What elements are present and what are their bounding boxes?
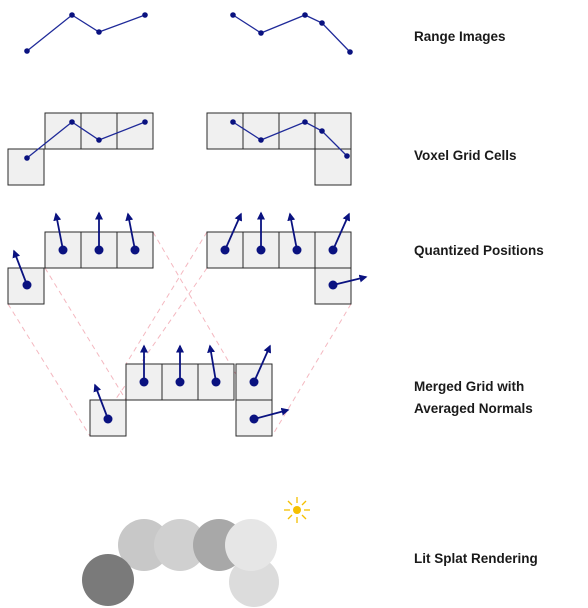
range-point (230, 119, 236, 125)
stage-label-quantized: Quantized Positions (414, 243, 544, 258)
merged-point (249, 414, 259, 424)
merged-point (103, 414, 113, 424)
splat-disc (154, 519, 206, 571)
normal-arrow-icon (53, 212, 64, 251)
quantized-stage (7, 211, 368, 305)
quantized-point (328, 280, 338, 290)
normal-arrow-icon (12, 249, 28, 286)
range-point (344, 153, 350, 159)
quantized-point (130, 245, 140, 255)
merged-grid-stage (89, 344, 290, 437)
quantized-point (220, 245, 230, 255)
range-images-stage (24, 12, 353, 55)
range-point (69, 12, 75, 18)
range-image-left (24, 12, 148, 54)
voxel-cell (242, 112, 280, 150)
normal-arrow-icon (207, 344, 217, 383)
normal-arrow-icon (253, 407, 290, 420)
quantized-point (328, 245, 338, 255)
normal-arrow-icon (332, 212, 351, 251)
splat-disc (118, 519, 170, 571)
merge-guide-line (271, 303, 352, 437)
voxel-cell (7, 267, 45, 305)
merged-point (211, 377, 221, 387)
range-point (230, 12, 236, 18)
merge-guide-line (7, 303, 91, 437)
stage-label-voxel-grid: Voxel Grid Cells (414, 148, 517, 163)
range-polyline-right (232, 14, 351, 53)
splat-rendering-stage (82, 497, 310, 607)
merge-guide-line (44, 267, 127, 401)
stage-label-merged-line2: Averaged Normals (414, 401, 533, 416)
sun-icon (284, 497, 310, 523)
merge-guide-line (125, 231, 208, 365)
merged-point (249, 377, 259, 387)
normal-arrow-icon (253, 344, 272, 383)
range-point (69, 119, 75, 125)
range-point (258, 137, 264, 143)
voxel-cell (206, 112, 244, 150)
stage-label-range-images: Range Images (414, 29, 506, 44)
range-point (142, 12, 148, 18)
quantized-grid-left (7, 211, 154, 305)
merge-guide-line (152, 231, 273, 437)
voxel-grid-right (206, 112, 352, 186)
range-point (319, 128, 325, 134)
voxel-cell (278, 112, 316, 150)
range-image-right (230, 12, 353, 55)
quantized-point (292, 245, 302, 255)
merged-point (175, 377, 185, 387)
normal-arrow-icon (125, 212, 136, 251)
voxel-cell (80, 112, 118, 150)
range-point (319, 20, 325, 26)
voxel-cell (44, 112, 82, 150)
stage-label-splat-rendering: Lit Splat Rendering (414, 551, 538, 566)
voxel-cell (7, 148, 45, 186)
merged-point (139, 377, 149, 387)
stage-label-merged-line1: Merged Grid with (414, 379, 524, 394)
splat-disc (225, 519, 277, 571)
range-polyline-left (26, 121, 146, 159)
normal-arrow-icon (93, 383, 109, 420)
range-point (24, 155, 30, 161)
voxel-grid-left (7, 112, 154, 186)
normal-arrow-icon (224, 212, 243, 251)
merge-guide-line (89, 267, 208, 437)
normal-arrow-icon (332, 274, 368, 286)
quantized-point (94, 245, 104, 255)
range-polyline-left (26, 14, 146, 52)
voxel-grid-stage (7, 112, 352, 186)
range-point (96, 137, 102, 143)
range-point (258, 30, 264, 36)
quantized-grid-right (206, 211, 368, 305)
range-point (142, 119, 148, 125)
quantized-point (256, 245, 266, 255)
range-point (347, 49, 353, 55)
range-point (302, 119, 308, 125)
range-point (96, 29, 102, 35)
quantized-point (22, 280, 32, 290)
quantized-point (58, 245, 68, 255)
range-point (302, 12, 308, 18)
splat-disc (229, 557, 279, 607)
range-point (24, 48, 30, 54)
splat-disc (82, 554, 134, 606)
normal-arrow-icon (287, 212, 298, 251)
